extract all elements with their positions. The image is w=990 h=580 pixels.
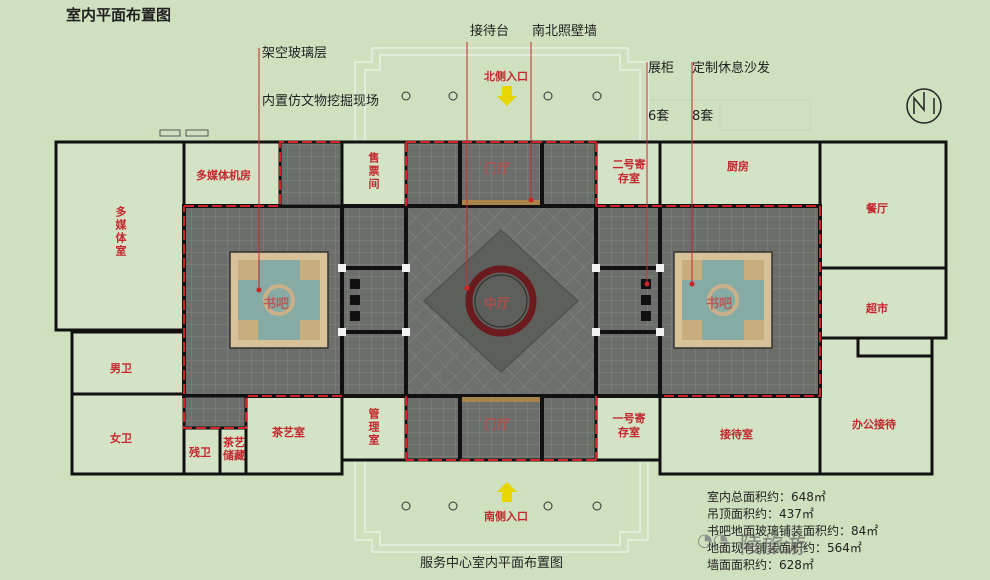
- south-entrance-arrow: [497, 482, 517, 502]
- callout-sofa-line1: 定制休息沙发: [692, 61, 771, 76]
- room-male-wc: 男卫: [110, 362, 132, 375]
- callout-glass-line1: 架空玻璃层: [262, 46, 328, 61]
- north-screen-wall: [462, 200, 540, 205]
- stat-existing-floor-area: 地面现有铺装面积约：564㎡: [707, 541, 862, 555]
- area-stats: 室内总面积约：648㎡ 吊顶面积约：437㎡ 书吧地面玻璃铺装面积约：84㎡ 地…: [707, 489, 878, 574]
- room-book-bar-right: 书吧: [706, 297, 733, 312]
- room-ticket: 售票间: [367, 152, 380, 191]
- callout-glass-line2: 内置仿文物挖掘现场: [262, 94, 380, 109]
- room-tea: 茶艺室: [272, 426, 305, 439]
- room-hall-north: 门厅: [484, 162, 511, 177]
- room-management: 管理室: [367, 408, 380, 447]
- room-reception: 接待室: [720, 428, 753, 441]
- callout-reception-desk: 接待台: [470, 24, 510, 39]
- north-plaza: [354, 47, 649, 140]
- stat-glass-floor-area: 书吧地面玻璃铺装面积约：84㎡: [707, 524, 879, 538]
- room-multimedia-machine: 多媒体机房: [196, 169, 251, 182]
- renovation-outline: [183, 141, 821, 461]
- south-plaza: [354, 462, 649, 553]
- page-title: 室内平面布置图: [66, 6, 172, 24]
- wechat-icon: ◔◔: [697, 530, 729, 551]
- room-supermarket: 超市: [866, 302, 888, 315]
- room-storage1: 一号寄存室: [612, 412, 646, 439]
- reception-desk-ring: [465, 265, 537, 337]
- callout-cabinet-line1: 展柜: [648, 61, 675, 76]
- callout-cabinet: 展柜 6套: [648, 29, 674, 141]
- room-hall-south: 门厅: [484, 418, 511, 433]
- stat-total-area: 室内总面积约：648㎡: [707, 490, 826, 504]
- watermark-text: 陵旅游: [740, 534, 807, 559]
- plan-caption: 服务中心室内平面布置图: [420, 556, 564, 571]
- room-center-hall: 中厅: [484, 297, 511, 312]
- north-entrance-label: 北侧入口: [484, 70, 528, 83]
- callout-sofa-line2: 8套: [692, 109, 714, 124]
- callout-screen-wall: 南北照壁墙: [532, 24, 598, 39]
- room-office-reception: 办公接待: [852, 418, 896, 431]
- north-entrance-arrow: [497, 86, 517, 106]
- callout-glass-layer: 架空玻璃层 内置仿文物挖掘现场: [262, 14, 379, 126]
- room-disabled-wc: 残卫: [189, 446, 211, 459]
- stat-ceiling-area: 吊顶面积约：437㎡: [707, 507, 814, 521]
- south-entrance-label: 南侧入口: [484, 510, 528, 523]
- room-dining: 餐厅: [866, 202, 888, 215]
- book-bar-right-glass: [673, 251, 773, 349]
- callout-leaders: [258, 42, 693, 290]
- callout-cabinet-line2: 6套: [648, 109, 670, 124]
- room-multimedia-hall: 多媒体室: [114, 206, 127, 258]
- stat-wall-area: 墙面面积约：628㎡: [707, 558, 814, 572]
- callout-sofa: 定制休息沙发 8套: [692, 29, 770, 141]
- room-tea-storage: 茶艺储藏: [223, 436, 245, 462]
- room-kitchen: 厨房: [727, 160, 749, 173]
- north-compass-icon: [906, 88, 942, 124]
- room-book-bar-left: 书吧: [263, 297, 290, 312]
- south-screen-wall: [462, 397, 540, 402]
- room-female-wc: 女卫: [110, 432, 132, 445]
- room-storage2: 二号寄存室: [612, 158, 646, 185]
